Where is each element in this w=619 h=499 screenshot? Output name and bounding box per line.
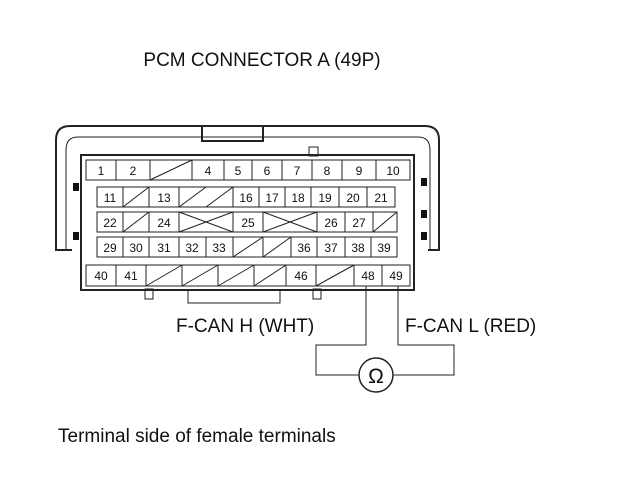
housing-latch: [201, 125, 264, 142]
housing-clip-right-bottom: [421, 232, 427, 240]
terminal-number: 2: [130, 164, 137, 178]
blank-slash: [253, 264, 287, 287]
terminal-number: 36: [297, 241, 311, 255]
terminal-number: 8: [324, 164, 331, 178]
housing-foot-right: [312, 288, 322, 300]
blank-slash: [122, 186, 150, 208]
housing-clip-right-mid: [421, 210, 427, 218]
housing-lower-tab: [187, 290, 281, 304]
ohm-symbol: Ω: [368, 365, 384, 388]
terminal-number: 39: [377, 241, 391, 255]
terminal-number: 18: [291, 191, 305, 205]
terminal-number: 41: [124, 269, 138, 283]
housing-foot-left: [144, 288, 154, 300]
terminal-number: 38: [351, 241, 365, 255]
diagram-caption: Terminal side of female terminals: [58, 426, 336, 447]
housing-outer-shell: [55, 125, 440, 251]
housing-clip-right-top: [421, 178, 427, 186]
terminal-number: 1: [98, 164, 105, 178]
probe-wire-f-can-h: [315, 286, 367, 376]
ohmmeter-icon: [358, 357, 394, 393]
terminal-number: 24: [157, 216, 171, 230]
blank-slash: [145, 264, 183, 287]
housing-inner-shell: [65, 136, 431, 250]
blank-slash: [372, 211, 398, 233]
terminal-grid: 1 2 4 5 6 7 8 9 10 11 13 16 17 18: [85, 159, 411, 287]
terminal-number: 46: [294, 269, 308, 283]
terminal-number: 5: [235, 164, 242, 178]
terminal-number: 19: [318, 191, 332, 205]
housing-clip-left-top: [73, 183, 79, 191]
terminal-number-49: 49: [389, 269, 403, 283]
blank-cross: [262, 211, 318, 233]
terminal-number: 29: [103, 241, 117, 255]
terminal-number: 26: [324, 216, 338, 230]
terminal-number: 13: [157, 191, 171, 205]
terminal-number: 10: [386, 164, 400, 178]
blank-slash: [262, 236, 292, 258]
f-can-h-label: F-CAN H (WHT): [176, 316, 314, 337]
terminal-number: 37: [324, 241, 338, 255]
ohmmeter-circuit: Ω: [315, 286, 455, 393]
terminal-number: 32: [185, 241, 199, 255]
terminal-cell: [366, 186, 396, 208]
blank-slash: [122, 211, 150, 233]
blank-slash: [149, 159, 193, 181]
blank-cross: [178, 211, 234, 233]
terminal-number: 40: [94, 269, 108, 283]
terminal-number: 4: [205, 164, 212, 178]
terminal-number: 17: [265, 191, 279, 205]
terminal-number: 7: [294, 164, 301, 178]
blank-slash: [205, 186, 234, 208]
terminal-cell-blank: [372, 211, 398, 233]
blank-slash: [232, 236, 264, 258]
diagram-title: PCM CONNECTOR A (49P): [143, 50, 380, 71]
blank-slash: [315, 264, 355, 287]
terminal-number: 6: [264, 164, 271, 178]
terminal-number: 20: [346, 191, 360, 205]
blank-slash: [178, 186, 207, 208]
terminal-number: 25: [241, 216, 255, 230]
terminal-number: 30: [129, 241, 143, 255]
terminal-block-frame: [80, 154, 415, 291]
terminal-cell: [370, 236, 398, 258]
blank-slash: [181, 264, 219, 287]
terminal-number: 9: [356, 164, 363, 178]
f-can-l-label: F-CAN L (RED): [405, 316, 536, 337]
terminal-cell: [381, 264, 411, 287]
probe-wire-f-can-l: [394, 286, 455, 376]
connector-housing: [55, 125, 440, 304]
terminal-cell-blank: [178, 186, 234, 208]
housing-clip-left-bottom: [73, 232, 79, 240]
terminal-number: 16: [239, 191, 253, 205]
terminal-number: 22: [103, 216, 117, 230]
terminal-number: 21: [374, 191, 388, 205]
terminal-number-48: 48: [361, 269, 375, 283]
terminal-number: 31: [157, 241, 171, 255]
terminal-number: 11: [104, 191, 117, 205]
blank-slash: [217, 264, 255, 287]
terminal-number: 27: [352, 216, 366, 230]
terminal-cell: [375, 159, 411, 181]
terminal-number: 33: [212, 241, 226, 255]
